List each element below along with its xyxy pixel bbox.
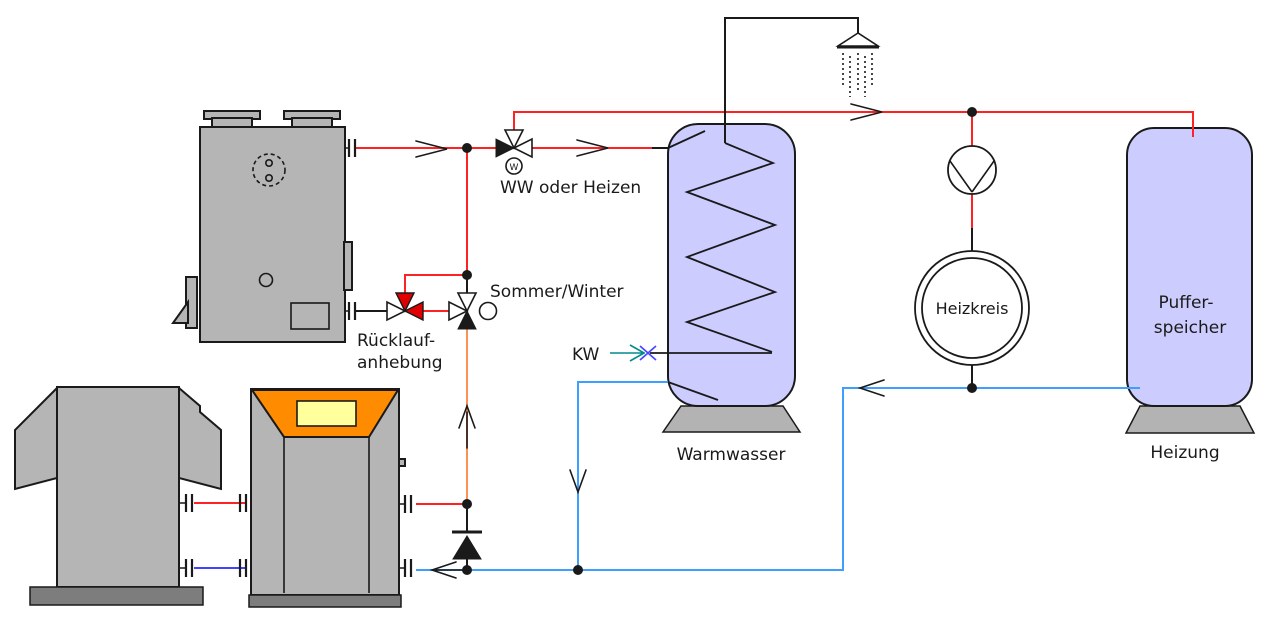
hood-wing-left: [14, 385, 58, 491]
flow-arrow-right: [576, 139, 609, 157]
fan-unit-body: [56, 386, 180, 588]
valve-motor-glyph: W: [510, 163, 519, 173]
ruecklauf-label-line2: anhebung: [357, 353, 443, 373]
boiler-side-tab: [343, 241, 353, 291]
flow-arrow-up: [458, 403, 476, 449]
heizkreis-label: Heizkreis: [936, 299, 1009, 318]
puffer-tank-stand: [1124, 405, 1256, 434]
ww-mixing-valve: W: [495, 129, 533, 175]
heizkreis-circle: Heizkreis: [914, 250, 1030, 366]
cold-return-pipes: [194, 381, 1140, 571]
display-panel: [296, 400, 357, 427]
boiler-body: [199, 126, 346, 343]
heating-coil: [650, 130, 778, 401]
warmwasser-label: Warmwasser: [677, 445, 786, 465]
pellet-boiler: [248, 388, 406, 608]
fan-unit-base: [29, 586, 204, 606]
valve-actuator-icon: [478, 301, 498, 321]
boiler-plate: [290, 302, 330, 330]
black-pipes: [356, 147, 973, 570]
ruecklauf-valve: [386, 292, 424, 322]
diagram-labels: WW oder Heizen Sommer/Winter Rücklauf- a…: [357, 178, 1226, 465]
burner-sight-glass: [252, 153, 286, 187]
kw-inlet-fitting: [610, 344, 657, 362]
flow-arrow-left: [429, 561, 467, 579]
hot-supply-pipes: [194, 111, 1194, 505]
circulation-pump-icon: [947, 145, 997, 195]
boiler-drain: [258, 272, 274, 288]
puffer-label-line2: speicher: [1154, 318, 1226, 338]
boiler-bracket-plate: [185, 276, 198, 329]
wood-boiler: [171, 110, 353, 343]
warmwasser-tank-stand: [661, 405, 802, 433]
kw-label: KW: [572, 345, 600, 365]
summer-winter-valve: [448, 292, 498, 330]
puffer-label-line1: Puffer-: [1159, 293, 1214, 313]
warmwasser-tank: [661, 123, 802, 433]
ww-oder-heizen-label: WW oder Heizen: [500, 178, 641, 198]
dhw-pipe-to-shower: [724, 17, 859, 143]
flow-arrows: [415, 103, 885, 579]
check-valve: [452, 530, 482, 560]
pipe-flanges: [184, 139, 413, 577]
hood-wing-right: [178, 385, 222, 491]
flow-arrow-right: [415, 140, 448, 158]
fan-heater-unit: [14, 385, 222, 606]
heizung-label: Heizung: [1150, 443, 1219, 463]
valve-motor-icon: [505, 157, 523, 175]
flow-arrow-down: [569, 469, 587, 495]
boiler-bracket-wedge: [171, 298, 189, 324]
flow-arrow-left: [857, 379, 885, 397]
shower-icon: [835, 32, 881, 97]
ruecklauf-label-line1: Rücklauf-: [357, 331, 435, 351]
pellet-boiler-base: [248, 594, 402, 608]
sommer-winter-label: Sommer/Winter: [490, 282, 624, 302]
boiler-side-stub: [398, 458, 406, 467]
puffer-tank: [1124, 127, 1256, 434]
flow-arrow-right: [850, 103, 883, 121]
junction-dots: [462, 107, 977, 575]
